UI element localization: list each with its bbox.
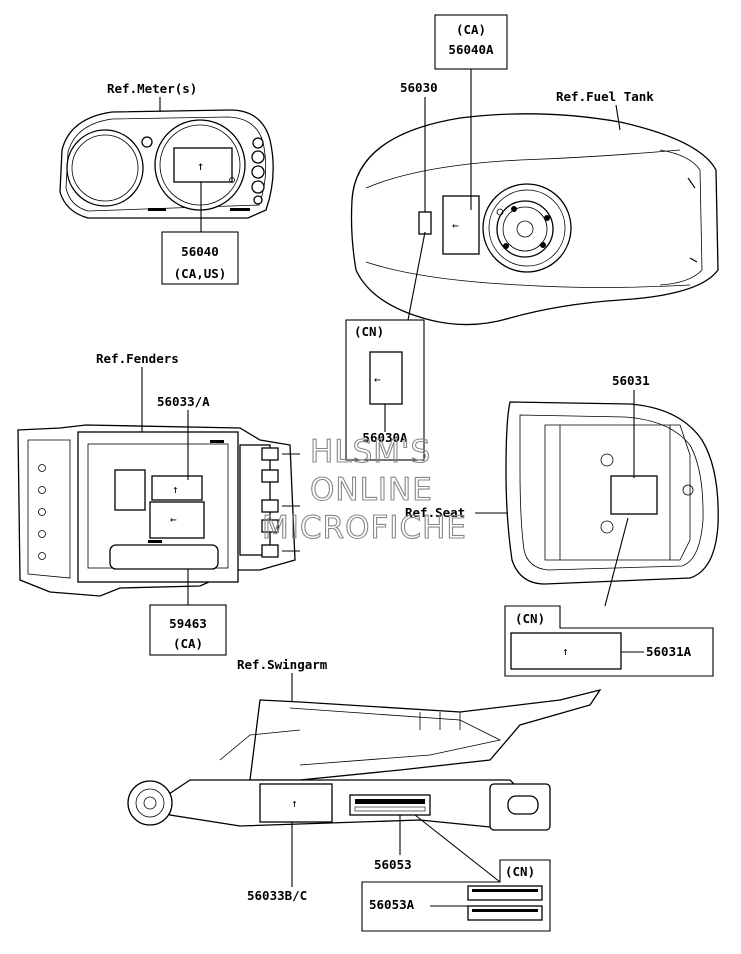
part-number-56030a: 56030A — [362, 430, 408, 445]
svg-text:↑: ↑ — [197, 159, 204, 173]
part-number-56033a: 56033/A — [157, 394, 210, 409]
part-number-56031a: 56031A — [646, 644, 692, 659]
watermark-line-3: MICROFICHE — [262, 510, 467, 546]
callout-56030a: (CN) ← 56030A — [345, 231, 426, 461]
part-number-56053a: 56053A — [369, 897, 415, 912]
fender-assembly: ↑ ← — [17, 424, 300, 597]
ref-fuel-tank-label: Ref.Fuel Tank — [556, 89, 654, 104]
ref-seat-label: Ref.Seat — [405, 505, 465, 520]
part-number-56030: 56030 — [400, 80, 438, 95]
watermark-line-2: ONLINE — [310, 472, 433, 508]
seat — [505, 401, 719, 585]
part-number-56040a: 56040A — [448, 42, 494, 57]
svg-text:↑: ↑ — [291, 797, 298, 810]
part-number-56040: 56040 — [181, 244, 219, 259]
svg-text:←: ← — [374, 373, 381, 386]
svg-text:↑: ↑ — [172, 483, 179, 496]
svg-text:←: ← — [170, 513, 177, 526]
fuel-tank: ← — [350, 113, 719, 326]
part-number-56033bc: 56033B/C — [247, 888, 307, 903]
meter-assembly: ↑ — [59, 109, 274, 232]
callout-56040a: (CA) 56040A — [434, 14, 508, 210]
watermark: HLSM'S ONLINE MICROFICHE — [261, 433, 467, 546]
watermark-line-1: HLSM'S — [310, 434, 431, 470]
svg-text:↑: ↑ — [562, 645, 569, 658]
region-56031a: (CN) — [515, 611, 545, 626]
region-56040a: (CA) — [456, 22, 486, 37]
ref-swingarm-label: Ref.Swingarm — [237, 657, 328, 672]
svg-text:←: ← — [452, 219, 459, 232]
swingarm: ↑ — [127, 688, 602, 831]
part-number-56031: 56031 — [612, 373, 650, 388]
callout-56031a: (CN) ↑ 56031A — [504, 517, 714, 677]
region-56053a: (CN) — [505, 864, 535, 879]
callout-59463: 59463 (CA) — [149, 569, 227, 656]
part-number-59463: 59463 — [169, 616, 207, 631]
part-number-56053: 56053 — [374, 857, 412, 872]
ref-meter-label: Ref.Meter(s) — [107, 81, 197, 96]
region-56030a: (CN) — [354, 324, 384, 339]
callout-56040: 56040 (CA,US) — [161, 231, 239, 285]
ref-fenders-label: Ref.Fenders — [96, 351, 179, 366]
region-56040: (CA,US) — [174, 266, 227, 281]
region-59463: (CA) — [173, 636, 203, 651]
callout-56053a: (CN) 56053A — [361, 814, 551, 932]
